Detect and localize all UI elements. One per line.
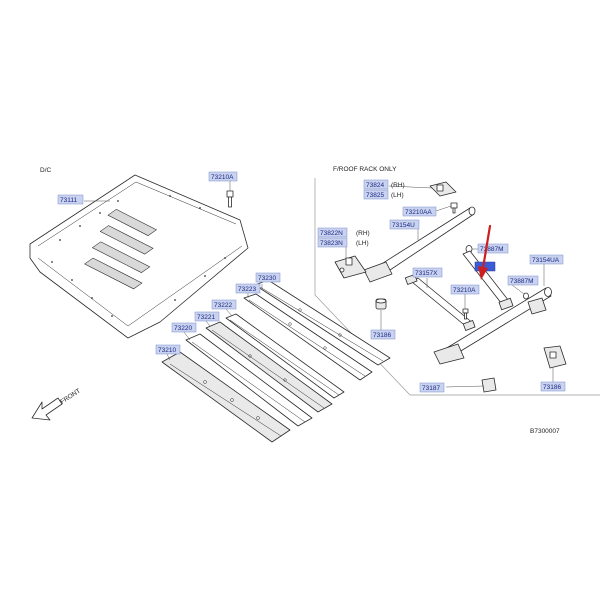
lh-label-2: (LH) bbox=[356, 240, 369, 247]
part-label-73154u[interactable]: 73154U bbox=[389, 219, 420, 230]
svg-text:73221: 73221 bbox=[197, 314, 215, 321]
svg-text:73111: 73111 bbox=[60, 197, 77, 204]
part-label-73220[interactable]: 73220 bbox=[171, 322, 197, 333]
part-label-73157x[interactable]: 73157X bbox=[412, 267, 443, 278]
part-label-73210a-mid[interactable]: 73210A bbox=[450, 284, 480, 295]
svg-text:73210A: 73210A bbox=[453, 287, 476, 294]
part-label-73187[interactable]: 73187 bbox=[419, 382, 445, 393]
bolt-73210a bbox=[462, 308, 469, 320]
rack-rail-73154u bbox=[363, 206, 476, 283]
svg-text:73154U: 73154U bbox=[392, 222, 415, 229]
diagram-code: B7300007 bbox=[530, 428, 560, 435]
leader-lines bbox=[84, 181, 554, 388]
indicator-arrow bbox=[478, 224, 492, 280]
part-label-73154ua[interactable]: 73154UA bbox=[529, 254, 564, 265]
part-label-73186-left[interactable]: 73186 bbox=[370, 329, 396, 340]
svg-text:73222: 73222 bbox=[214, 302, 232, 309]
part-label-73221[interactable]: 73221 bbox=[194, 311, 220, 322]
svg-text:73154UA: 73154UA bbox=[532, 257, 560, 264]
part-label-73111[interactable]: 73111 bbox=[57, 194, 84, 205]
svg-text:73187: 73187 bbox=[422, 385, 440, 392]
part-label-73887m-top[interactable]: 73887M bbox=[477, 243, 509, 254]
cover-73186-left bbox=[375, 298, 387, 310]
bolt-73210aa bbox=[450, 202, 458, 214]
part-label-73823n[interactable]: 73823N bbox=[317, 237, 348, 248]
rack-crossbar bbox=[462, 250, 514, 311]
roof-bow-73221 bbox=[205, 321, 333, 413]
svg-text:73186: 73186 bbox=[373, 332, 391, 339]
rack-crossbar-73157x bbox=[404, 274, 476, 331]
part-label-73210aa[interactable]: 73210AA bbox=[402, 206, 437, 217]
rh-label-2: (RH) bbox=[356, 230, 370, 237]
svg-text:73824: 73824 bbox=[366, 182, 384, 189]
part-label-73825[interactable]: 73825 bbox=[363, 189, 389, 200]
svg-text:73230: 73230 bbox=[258, 275, 276, 282]
cover-73187 bbox=[481, 377, 497, 393]
cap-73887m-right bbox=[523, 292, 529, 300]
svg-text:73157X: 73157X bbox=[415, 270, 438, 277]
part-label-73822n[interactable]: 73822N bbox=[317, 227, 348, 238]
rh-label-1: (RH) bbox=[391, 182, 405, 189]
svg-text:73825: 73825 bbox=[366, 192, 384, 199]
roof-rail-73210 bbox=[161, 351, 291, 443]
part-label-73186-right[interactable]: 73186 bbox=[540, 381, 566, 392]
roof-panel bbox=[29, 174, 249, 339]
part-label-73824[interactable]: 73824 bbox=[363, 179, 389, 190]
front-arrow-icon bbox=[31, 397, 63, 421]
part-label-73210a-top[interactable]: 73210A bbox=[208, 171, 238, 182]
cover-73186-right bbox=[543, 345, 567, 369]
part-label-73222[interactable]: 73222 bbox=[211, 299, 237, 310]
roof-rail-73220 bbox=[185, 333, 313, 427]
model-code: D/C bbox=[40, 167, 52, 174]
svg-text:73887M: 73887M bbox=[510, 278, 534, 285]
svg-text:73223: 73223 bbox=[238, 286, 256, 293]
rack-bracket-73824 bbox=[429, 181, 457, 197]
roof-bow-73223 bbox=[243, 293, 373, 381]
rack-section-title: F/ROOF RACK ONLY bbox=[333, 166, 397, 173]
roof-bow-73222 bbox=[225, 313, 345, 399]
svg-text:73210A: 73210A bbox=[211, 174, 234, 181]
part-label-73887m-right[interactable]: 73887M bbox=[507, 275, 539, 286]
svg-text:73220: 73220 bbox=[174, 325, 192, 332]
svg-text:73186: 73186 bbox=[543, 384, 561, 391]
svg-text:73823N: 73823N bbox=[320, 240, 343, 247]
svg-text:73822N: 73822N bbox=[320, 230, 343, 237]
part-label-73210[interactable]: 73210 bbox=[155, 344, 181, 355]
lh-label-1: (LH) bbox=[391, 192, 404, 199]
rack-bracket-73822n bbox=[334, 255, 367, 279]
svg-text:73210: 73210 bbox=[158, 347, 176, 354]
front-label: FRONT bbox=[59, 388, 82, 406]
svg-text:73210AA: 73210AA bbox=[405, 209, 432, 216]
part-label-73223[interactable]: 73223 bbox=[235, 283, 261, 294]
rack-rail-73154ua bbox=[433, 287, 552, 365]
part-label-73230[interactable]: 73230 bbox=[255, 272, 281, 283]
clip-73210a bbox=[226, 190, 234, 208]
svg-text:73887M: 73887M bbox=[480, 246, 504, 253]
